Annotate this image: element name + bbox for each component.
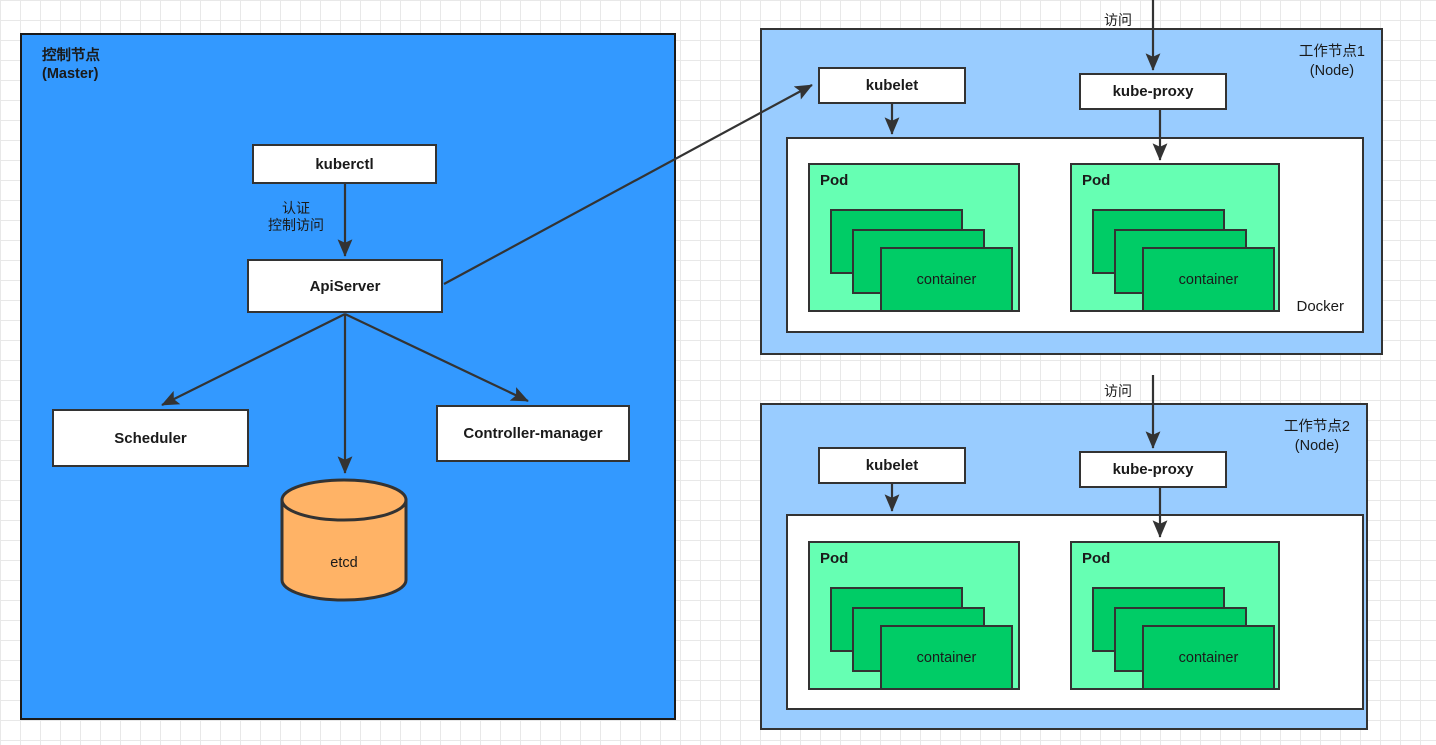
worker-1-kube-proxy-label: kube-proxy [1112,83,1194,100]
worker-2-pod-1-label: Pod [820,550,849,567]
worker-1-pod-1[interactable]: Pod container container container [808,163,1020,312]
worker-1-pod-2-container-1[interactable]: container [1142,247,1275,312]
controller-manager-label: Controller-manager [463,425,603,442]
worker-1-docker-label: Docker [1296,298,1344,315]
apiserver-box[interactable]: ApiServer [247,259,443,313]
worker-2-pod-1-container-1[interactable]: container [880,625,1013,690]
apiserver-label: ApiServer [309,277,381,295]
etcd-label: etcd [330,555,358,571]
master-node-title: 控制节点 (Master) [42,48,100,83]
worker-2-access-label: 访问 [1104,383,1132,399]
worker-2-kubelet-box[interactable]: kubelet [818,447,966,484]
worker-2-kube-proxy-label: kube-proxy [1112,461,1194,478]
scheduler-label: Scheduler [114,429,187,447]
worker-1-kube-proxy-box[interactable]: kube-proxy [1079,73,1227,110]
auth-access-edge-label: 认证 控制访问 [268,200,324,233]
etcd-cylinder[interactable] [280,478,408,602]
worker-1-kubelet-box[interactable]: kubelet [818,67,966,104]
worker-1-pod-1-container-1[interactable]: container [880,247,1013,312]
worker-2-pod-2[interactable]: Pod container container container [1070,541,1280,690]
worker-1-kubelet-label: kubelet [865,77,919,94]
worker-node-2-title: 工作节点2 (Node) [1283,419,1350,454]
kuberctl-box[interactable]: kuberctl [252,144,437,184]
controller-manager-box[interactable]: Controller-manager [436,405,630,462]
worker-2-pod-2-label: Pod [1082,550,1111,567]
worker-2-kubelet-label: kubelet [865,457,919,474]
scheduler-box[interactable]: Scheduler [52,409,249,467]
master-node-container[interactable]: 控制节点 (Master) [20,33,676,720]
worker-1-pod-2-label: Pod [1082,172,1111,189]
worker-2-pod-1[interactable]: Pod container container container [808,541,1020,690]
worker-node-1-title: 工作节点1 (Node) [1298,44,1365,79]
worker-1-access-label: 访问 [1104,12,1132,28]
kuberctl-label: kuberctl [315,155,374,173]
worker-1-pod-1-label: Pod [820,172,849,189]
worker-2-kube-proxy-box[interactable]: kube-proxy [1079,451,1227,488]
worker-1-pod-2[interactable]: Pod container container container [1070,163,1280,312]
worker-2-pod-2-container-1[interactable]: container [1142,625,1275,690]
